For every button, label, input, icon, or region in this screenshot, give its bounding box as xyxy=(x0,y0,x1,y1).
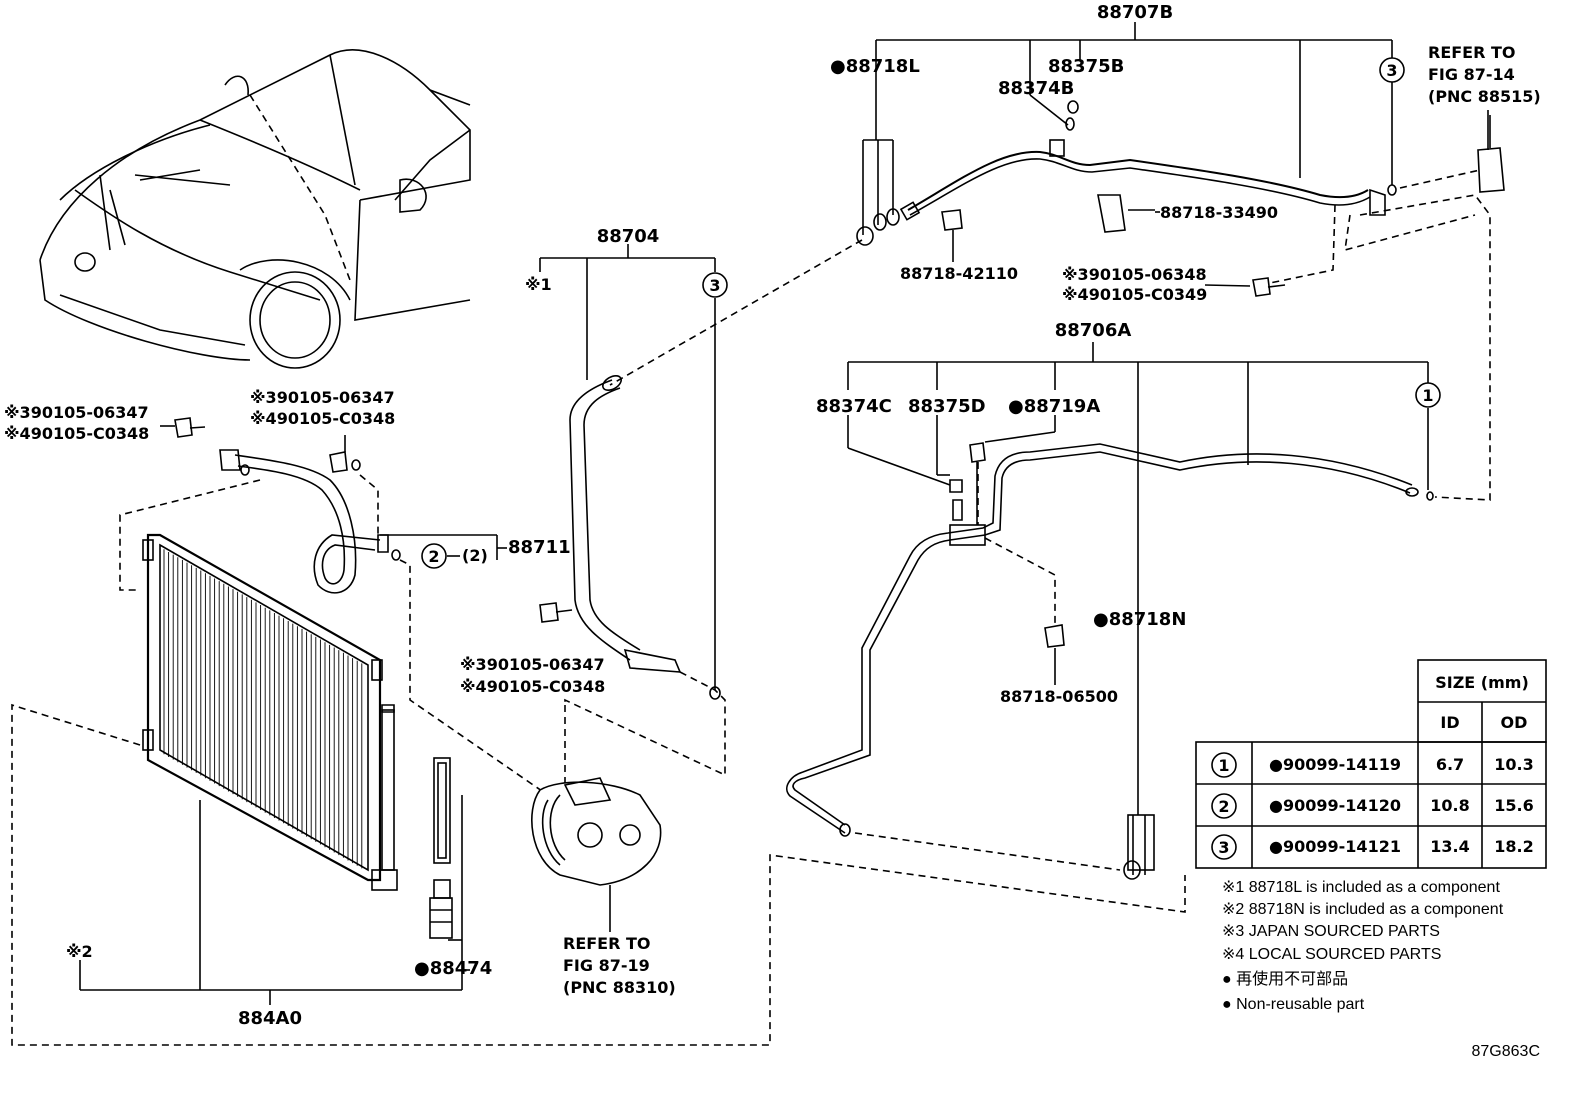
label-x3-06347-b: ※390105-06347 xyxy=(250,388,395,407)
label-x4-C0348-c: ※490105-C0348 xyxy=(460,677,605,696)
svg-text:3: 3 xyxy=(709,276,720,295)
condenser-fins xyxy=(163,549,363,869)
condenser-884A0 xyxy=(142,533,398,891)
note-5: ● 再使用不可部品 xyxy=(1222,970,1348,988)
dryer-88474 xyxy=(429,757,463,940)
pipe-88704 xyxy=(539,374,721,700)
car-illustration xyxy=(39,49,471,369)
label-88718N: ●88718N xyxy=(1093,609,1186,630)
svg-text:1: 1 xyxy=(1218,756,1229,775)
label-x4-C0348-a: ※490105-C0348 xyxy=(4,424,149,443)
svg-text:13.4: 13.4 xyxy=(1430,837,1469,856)
size-table-col-od: OD xyxy=(1501,713,1528,732)
label-x3-06348: ※390105-06348 xyxy=(1062,265,1207,284)
svg-text:●90099-14121: ●90099-14121 xyxy=(1269,837,1401,856)
tree-88704 xyxy=(539,244,716,690)
size-table-row-3: 3 ●90099-14121 13.4 18.2 xyxy=(1211,834,1534,860)
label-88718L: ●88718L xyxy=(830,56,920,77)
label-88474: ●88474 xyxy=(414,958,492,979)
bolt-06348 xyxy=(1252,277,1286,297)
circle-marker-2: 2 xyxy=(421,543,447,569)
label-88706A: 88706A xyxy=(1055,320,1132,341)
note-2: ※2 88718N is included as a component xyxy=(1222,901,1504,918)
svg-text:2: 2 xyxy=(1218,797,1229,816)
svg-text:15.6: 15.6 xyxy=(1494,796,1533,815)
label-88707B: 88707B xyxy=(1097,2,1173,23)
compressor xyxy=(531,777,662,930)
svg-text:18.2: 18.2 xyxy=(1494,837,1533,856)
label-refer-1b: FIG 87-14 xyxy=(1428,65,1515,84)
svg-text:10.8: 10.8 xyxy=(1430,796,1469,815)
circle-marker-3b: 3 xyxy=(702,272,728,298)
label-88375B: 88375B xyxy=(1048,56,1124,77)
label-refer-1: REFER TO xyxy=(1428,43,1516,62)
svg-text:6.7: 6.7 xyxy=(1436,755,1464,774)
label-88374B: 88374B xyxy=(998,78,1074,99)
svg-text:3: 3 xyxy=(1218,838,1229,857)
svg-text:10.3: 10.3 xyxy=(1494,755,1533,774)
label-88718-33490: 88718-33490 xyxy=(1160,203,1278,222)
label-88375D: 88375D xyxy=(908,396,986,417)
note-1: ※1 88718L is included as a component xyxy=(1222,879,1500,896)
note-3: ※3 JAPAN SOURCED PARTS xyxy=(1222,923,1440,940)
tree-88711 xyxy=(160,425,507,560)
pipe-88707B xyxy=(856,100,1505,262)
size-table: SIZE (mm) ID OD 1 ●90099-14119 6.7 10.3 … xyxy=(1195,659,1547,869)
label-88718-42110: 88718-42110 xyxy=(900,264,1018,283)
label-x4-C0349: ※490105-C0349 xyxy=(1062,285,1207,304)
circle-marker-1: 1 xyxy=(1415,382,1441,408)
label-88718-06500: 88718-06500 xyxy=(1000,687,1118,706)
note-6: ● Non-reusable part xyxy=(1222,996,1365,1013)
label-x3-06347-a: ※390105-06347 xyxy=(4,403,149,422)
svg-text:●90099-14120: ●90099-14120 xyxy=(1269,796,1401,815)
tree-88707B xyxy=(862,22,1393,235)
label-refer-2b: FIG 87-19 xyxy=(563,956,650,975)
label-x1: ※1 xyxy=(525,275,552,294)
label-paren-2: (2) xyxy=(462,546,488,565)
label-88374C: 88374C xyxy=(816,396,892,417)
label-refer-1c: (PNC 88515) xyxy=(1428,87,1541,106)
label-88711: 88711 xyxy=(508,537,571,558)
leaders xyxy=(79,115,1491,1005)
label-x2: ※2 xyxy=(66,942,93,961)
size-table-col-id: ID xyxy=(1440,713,1459,732)
label-88704: 88704 xyxy=(597,226,660,247)
pipe-88711 xyxy=(174,417,401,594)
size-table-header: SIZE (mm) xyxy=(1435,673,1529,692)
pipe-88706A xyxy=(786,442,1434,880)
note-4: ※4 LOCAL SOURCED PARTS xyxy=(1222,946,1441,963)
label-refer-2: REFER TO xyxy=(563,934,651,953)
svg-text:2: 2 xyxy=(428,547,439,566)
legend-notes: ※1 88718L is included as a component ※2 … xyxy=(1222,879,1504,1013)
svg-text:3: 3 xyxy=(1386,61,1397,80)
tree-88706A xyxy=(847,342,1429,875)
svg-text:●90099-14119: ●90099-14119 xyxy=(1269,755,1401,774)
size-table-row-2: 2 ●90099-14120 10.8 15.6 xyxy=(1211,793,1534,819)
label-refer-2c: (PNC 88310) xyxy=(563,978,676,997)
label-88719A: ●88719A xyxy=(1008,396,1100,417)
label-x4-C0348-b: ※490105-C0348 xyxy=(250,409,395,428)
label-884A0: 884A0 xyxy=(238,1008,302,1029)
svg-text:1: 1 xyxy=(1422,386,1433,405)
circle-marker-3a: 3 xyxy=(1379,57,1405,83)
figure-id: 87G863C xyxy=(1472,1043,1541,1060)
size-table-row-1: 1 ●90099-14119 6.7 10.3 xyxy=(1211,752,1534,778)
label-x3-06347-c: ※390105-06347 xyxy=(460,655,605,674)
